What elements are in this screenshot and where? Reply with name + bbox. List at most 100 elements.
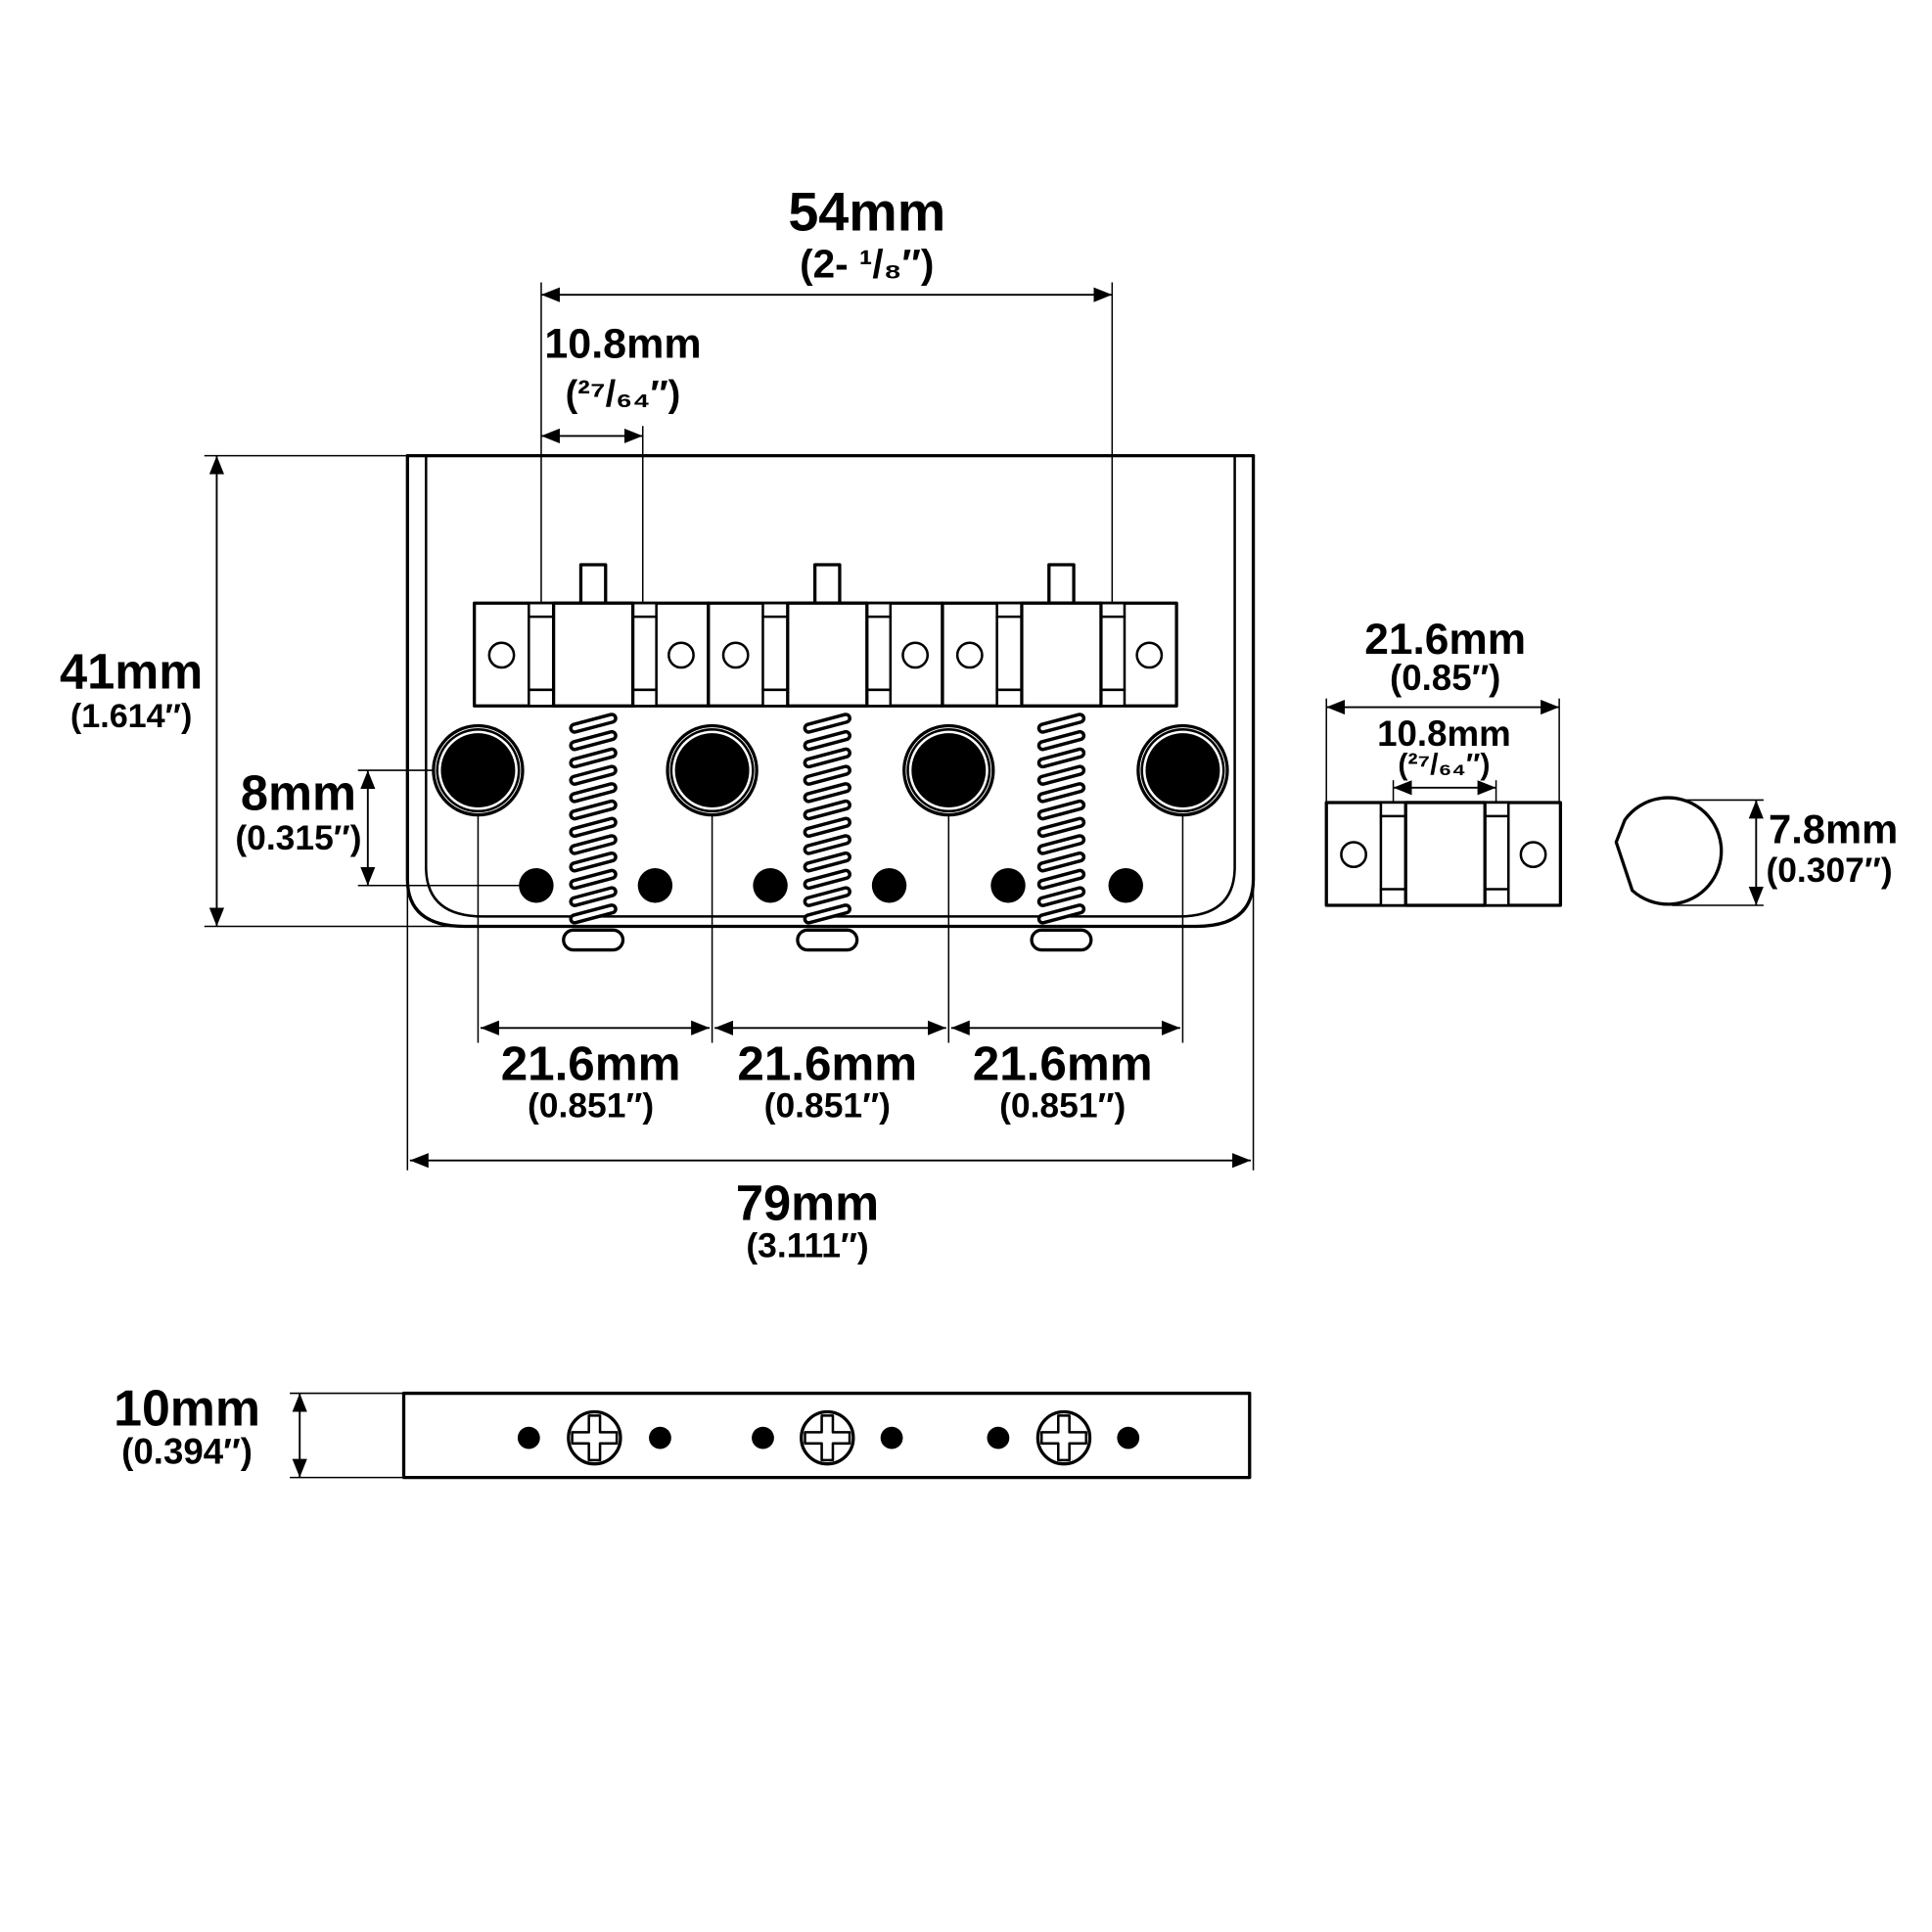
saddle-slot-imperial: (²⁷/₆₄″) xyxy=(1398,749,1490,781)
ferrule-hole xyxy=(674,733,750,808)
side-phillips-screws xyxy=(567,1409,1092,1466)
intonation-spring xyxy=(569,713,618,925)
mounting-screw-hole xyxy=(871,868,907,903)
spring-coil-highlight xyxy=(1040,906,1082,922)
saddle-screw-hole xyxy=(1519,841,1547,869)
spring-coil-highlight xyxy=(806,767,849,783)
saddle-cross-section xyxy=(1614,796,1724,906)
string-through-holes xyxy=(432,723,1229,817)
saddle-screw-hole xyxy=(955,641,984,669)
spring-coil-highlight xyxy=(806,820,849,835)
saddle-diameter-imperial: (0.307″) xyxy=(1766,851,1892,890)
spring-coil-highlight xyxy=(1040,733,1082,748)
spring-coil-highlight xyxy=(572,785,615,801)
intonation-spring xyxy=(803,713,851,925)
ferrule-hole xyxy=(911,733,987,808)
phillips-cross-icon xyxy=(571,1414,619,1462)
spring-coil-highlight xyxy=(1040,785,1082,801)
saddle-screw-hole xyxy=(721,641,750,669)
saddle-diameter-metric: 7.8mm xyxy=(1769,806,1898,852)
string-through-hole xyxy=(902,723,995,817)
hole-spacing-metric: 21.6mm xyxy=(737,1036,917,1090)
mounting-screw-hole xyxy=(753,868,788,903)
phillips-screw xyxy=(567,1409,622,1466)
hole-spacing-imperial: (0.851″) xyxy=(528,1085,654,1125)
hole-spacing-imperial: (0.851″) xyxy=(999,1085,1126,1125)
height-screw-stub xyxy=(812,563,842,605)
mounting-screw-holes xyxy=(519,868,1143,903)
hole-spacing-metric: 21.6mm xyxy=(501,1036,681,1090)
hole-offset-imperial: (0.315″) xyxy=(235,818,361,857)
spring-coil-highlight xyxy=(806,803,849,817)
spring-coil-highlight xyxy=(806,837,849,852)
intonation-screw-heads xyxy=(562,928,1093,952)
spring-coil-highlight xyxy=(806,733,849,748)
spring-coil-highlight xyxy=(1040,854,1082,869)
hole-offset-metric: 8mm xyxy=(241,765,356,821)
spring-coil-highlight xyxy=(1040,872,1082,887)
saddle-slot-metric: 10.8mm xyxy=(1377,713,1511,754)
spring-coil-highlight xyxy=(1040,820,1082,835)
saddles xyxy=(472,563,1178,708)
dimension-labels: 54mm (2- ¹/₈″) 10.8mm (²⁷/₆₄″) 41mm (1.6… xyxy=(60,181,1898,1471)
saddle xyxy=(707,563,944,708)
plate-width-metric: 79mm xyxy=(736,1174,879,1230)
side-mounting-hole xyxy=(880,1426,903,1449)
hole-spacing-imperial: (0.851″) xyxy=(764,1085,891,1125)
plate-height-imperial: (0.394″) xyxy=(121,1432,253,1472)
saddle-detail-view xyxy=(1324,801,1563,907)
spring-coil-highlight xyxy=(572,751,615,765)
spring-coil-highlight xyxy=(1040,889,1082,904)
string-through-hole xyxy=(666,723,759,817)
saddle-length-imperial: (0.85″) xyxy=(1390,658,1500,698)
spring-coil-highlight xyxy=(572,889,615,904)
spring-coil-highlight xyxy=(572,820,615,835)
spring-coil-highlight xyxy=(572,733,615,748)
spring-coil-highlight xyxy=(572,803,615,817)
saddle-center-block xyxy=(1020,601,1103,708)
bridge-side-view xyxy=(401,1391,1252,1480)
ferrule-inner-ring xyxy=(436,728,521,813)
saddle-center-block xyxy=(1403,801,1487,907)
ferrule-inner-ring xyxy=(669,728,755,813)
mounting-screw-hole xyxy=(519,868,554,903)
spring-coil-highlight xyxy=(1040,803,1082,817)
spring-coil-highlight xyxy=(572,767,615,783)
plate-length-imperial: (1.614″) xyxy=(70,698,193,735)
plate-outer-outline xyxy=(405,454,1256,929)
mounting-screw-hole xyxy=(637,868,673,903)
phillips-cross-icon xyxy=(1039,1414,1088,1462)
saddle xyxy=(472,563,711,708)
phillips-cross-icon xyxy=(804,1414,851,1462)
spring-coil-highlight xyxy=(1040,767,1082,783)
spring-coil-highlight xyxy=(572,872,615,887)
plate-width-imperial: (3.111″) xyxy=(746,1225,868,1265)
intonation-springs xyxy=(569,713,1086,925)
saddle-center-block xyxy=(786,601,869,708)
saddle-screw-hole xyxy=(487,641,516,669)
string-spread-imperial: (2- ¹/₈″) xyxy=(800,241,934,286)
intonation-screw-head xyxy=(562,928,625,952)
dimension-arrows xyxy=(208,287,1764,1478)
spring-coil-highlight xyxy=(806,785,849,801)
intonation-screw-head xyxy=(1030,928,1093,952)
spring-coil-highlight xyxy=(806,889,849,904)
extension-lines xyxy=(204,282,1764,1479)
saddle-width-metric: 10.8mm xyxy=(544,321,701,368)
saddle-length-metric: 21.6mm xyxy=(1364,616,1526,664)
spring-coil-highlight xyxy=(572,715,615,731)
saddle-screw-hole xyxy=(901,641,930,669)
intonation-spring xyxy=(1036,713,1086,925)
spring-coil-highlight xyxy=(806,751,849,765)
spring-coil-highlight xyxy=(1040,715,1082,731)
side-mounting-hole xyxy=(1117,1426,1140,1449)
side-mounting-hole xyxy=(987,1426,1010,1449)
spring-coil-highlight xyxy=(1040,837,1082,852)
string-spread-metric: 54mm xyxy=(788,181,945,242)
ferrule-inner-ring xyxy=(906,728,991,813)
intonation-screw-head xyxy=(796,928,859,952)
saddle-screw-hole xyxy=(667,641,695,669)
spring-coil-highlight xyxy=(572,837,615,852)
